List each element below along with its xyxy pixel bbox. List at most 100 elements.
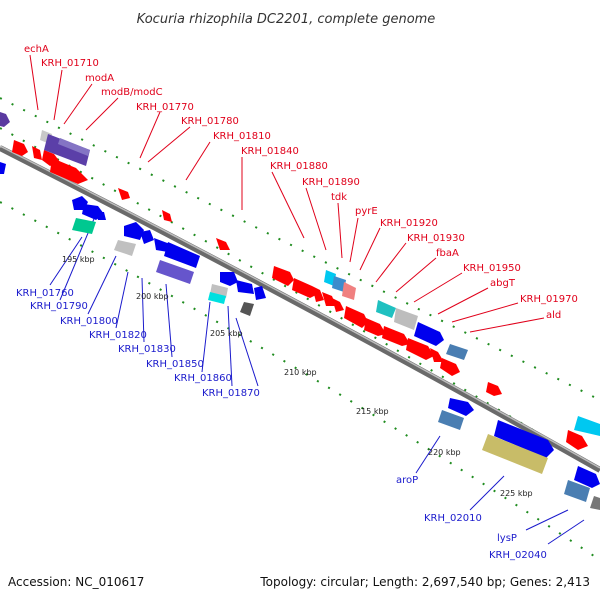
gene-block-steel[interactable]	[438, 410, 464, 430]
gene-block-blue[interactable]	[414, 322, 444, 346]
gene-arrow-reverse[interactable]	[154, 238, 170, 252]
leader-line	[395, 257, 437, 293]
gene-arrow-reverse[interactable]	[0, 162, 6, 174]
gene-label[interactable]: modA	[85, 73, 114, 84]
gene-label[interactable]: KRH_01880	[270, 161, 328, 172]
gene-label[interactable]: KRH_01920	[380, 218, 438, 229]
gene-label[interactable]: KRH_01710	[41, 58, 99, 69]
gene-label[interactable]: abgT	[490, 278, 516, 289]
scale-label: 225 kbp	[500, 489, 533, 498]
gene-arrow-forward[interactable]	[332, 298, 344, 312]
gene-arrow-forward[interactable]	[272, 266, 294, 286]
leader-line	[227, 305, 233, 387]
gene-arrow-reverse[interactable]	[448, 398, 474, 416]
gene-arrow-forward[interactable]	[32, 146, 42, 160]
gene-label[interactable]: pyrE	[355, 206, 378, 217]
leader-line	[85, 97, 119, 131]
gene-label[interactable]: KRH_01800	[60, 316, 118, 327]
gene-arrow-forward[interactable]	[344, 306, 368, 328]
gene-label[interactable]: KRH_01970	[520, 294, 578, 305]
gene-label[interactable]: KRH_02010	[424, 513, 482, 524]
gene-block-steel[interactable]	[446, 344, 468, 360]
gene-label[interactable]: aroP	[396, 475, 418, 486]
leader-line	[359, 227, 381, 271]
gene-label[interactable]: KRH_01790	[30, 301, 88, 312]
gene-block-cyan[interactable]	[574, 416, 600, 436]
gene-arrow-forward[interactable]	[216, 238, 230, 250]
scale-label: 205 kbp	[210, 329, 243, 338]
gene-label[interactable]: KRH_01830	[118, 344, 176, 355]
forward-gene-labels: echA KRH_01710 modA modB/modC KRH_01770 …	[24, 44, 578, 321]
gene-label[interactable]: KRH_01780	[181, 116, 239, 127]
gene-label[interactable]: KRH_01810	[213, 131, 271, 142]
gene-label[interactable]: lysP	[497, 533, 517, 544]
gene-block-cyan[interactable]	[208, 292, 226, 304]
gene-arrow-reverse[interactable]	[96, 212, 106, 220]
leader-line	[525, 509, 569, 531]
gene-arrow-reverse[interactable]	[140, 230, 154, 244]
gene-arrow-forward[interactable]	[430, 348, 444, 362]
gene-arrow-forward[interactable]	[118, 188, 130, 200]
gene-label[interactable]: fbaA	[436, 248, 459, 259]
gene-arrow-forward[interactable]	[50, 158, 88, 184]
scale-label: 215 kbp	[356, 407, 389, 416]
gene-arrow-reverse[interactable]	[254, 286, 266, 300]
gene-block-dark[interactable]	[240, 302, 254, 316]
leader-line	[235, 317, 259, 387]
gene-label[interactable]: KRH_02040	[489, 550, 547, 561]
gene-label[interactable]: modB/modC	[101, 87, 163, 98]
gene-block-dark[interactable]	[590, 496, 600, 510]
gene-arrow-forward[interactable]	[382, 326, 410, 346]
gene-block-purple[interactable]	[156, 260, 194, 284]
gene-arrow-forward[interactable]	[0, 112, 10, 127]
topology-text: Topology: circular; Length: 2,697,540 bp…	[259, 575, 590, 589]
gene-arrow-forward[interactable]	[322, 292, 336, 306]
gene-label[interactable]: KRH_01950	[463, 263, 521, 274]
gene-label[interactable]: KRH_01930	[407, 233, 465, 244]
gene-arrow-reverse[interactable]	[124, 222, 144, 240]
gene-label[interactable]: ald	[546, 310, 561, 321]
gene-arrow-forward[interactable]	[12, 140, 28, 156]
gene-block-steel[interactable]	[564, 480, 590, 502]
leader-line	[469, 317, 545, 333]
gene-arrow-reverse[interactable]	[220, 272, 238, 286]
gene-arrow-forward[interactable]	[312, 286, 324, 302]
gene-block-teal[interactable]	[376, 300, 396, 318]
gene-arrow-forward[interactable]	[440, 358, 460, 376]
gene-block-pink[interactable]	[342, 282, 356, 300]
gene-arrow-forward[interactable]	[292, 278, 318, 298]
scale-label: 200 kbp	[136, 292, 169, 301]
gene-block-gray[interactable]	[394, 308, 418, 330]
gene-label[interactable]: KRH_01870	[202, 388, 260, 399]
gene-label[interactable]: KRH_01860	[174, 373, 232, 384]
leader-line	[415, 435, 441, 474]
gene-label[interactable]: KRH_01760	[16, 288, 74, 299]
gene-block-teal[interactable]	[72, 218, 96, 234]
gene-label[interactable]: KRH_01770	[136, 102, 194, 113]
gene-label[interactable]: KRH_01890	[302, 177, 360, 188]
gene-label[interactable]: KRH_01840	[241, 146, 299, 157]
gene-label[interactable]: KRH_01850	[146, 359, 204, 370]
gene-block-purple[interactable]	[44, 134, 90, 166]
gene-block-steel[interactable]	[332, 276, 346, 292]
gene-arrow-forward[interactable]	[162, 210, 172, 222]
gene-arrow-forward[interactable]	[364, 318, 386, 336]
gene-arrow-forward[interactable]	[486, 382, 502, 396]
leader-line	[337, 202, 343, 259]
gene-block-olive[interactable]	[482, 434, 548, 474]
gene-arrow-reverse[interactable]	[574, 466, 600, 488]
gene-arrow-forward[interactable]	[406, 338, 434, 360]
gene-label[interactable]: echA	[24, 44, 49, 55]
gene-arrow-reverse[interactable]	[236, 280, 254, 294]
gene-block-gray[interactable]	[114, 240, 136, 256]
other-genes	[40, 130, 600, 436]
gene-label[interactable]: tdk	[331, 192, 347, 203]
gene-block-purple-light[interactable]	[58, 138, 90, 156]
leader-line	[375, 242, 407, 283]
gene-arrow-forward[interactable]	[566, 430, 588, 450]
gene-label[interactable]: KRH_01820	[89, 330, 147, 341]
leader-line	[139, 111, 161, 159]
gene-arrow-reverse[interactable]	[164, 242, 200, 268]
gene-arrow-reverse[interactable]	[494, 420, 554, 458]
